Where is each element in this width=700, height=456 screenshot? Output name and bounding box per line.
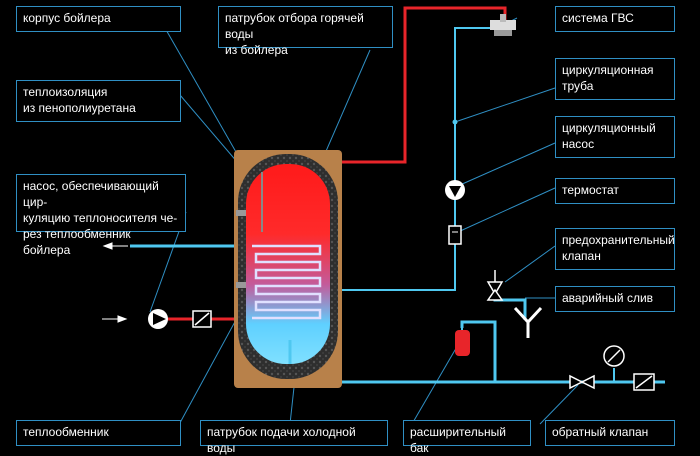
label-insulation: теплоизоляция из пенополиуретана [16, 80, 181, 122]
label-heat-pump: насос, обеспечивающий цир- куляцию тепло… [16, 174, 186, 257]
label-dhw-system: система ГВС [555, 6, 675, 32]
heat-exchanger-coil [252, 244, 322, 320]
hot-water-pipe [322, 6, 507, 164]
label-circulation-pipe: циркуляционная труба [555, 58, 675, 100]
leader-lines [149, 17, 579, 433]
cold-check-valve-icon [569, 374, 595, 390]
label-expansion-tank: расширительный бак [403, 420, 531, 455]
circulation-pipe [342, 27, 500, 291]
label-heat-exchanger: теплообменник [16, 420, 181, 446]
label-boiler-casing: корпус бойлера [16, 6, 181, 32]
circulation-pump-icon [445, 180, 465, 200]
pressure-gauge-icon [603, 345, 625, 382]
arrow-icon [102, 242, 128, 323]
drain-icon [513, 306, 543, 338]
check-valve-icon [192, 310, 212, 328]
thermostat-icon [448, 225, 462, 245]
label-thermostat: термостат [555, 178, 675, 204]
label-safety-valve: предохранительный клапан [555, 228, 675, 270]
pump-icon [148, 309, 168, 329]
faucet-icon [490, 14, 516, 36]
water-tank [246, 164, 330, 364]
expansion-tank-icon [455, 326, 470, 356]
label-check-valve: обратный клапан [545, 420, 675, 446]
label-circulation-pump: циркуляционный насос [555, 116, 675, 158]
safety-valve-icon [486, 270, 504, 301]
label-cold-water-inlet: патрубок подачи холодной воды [200, 420, 388, 455]
inlet-check-valve-icon [633, 373, 655, 391]
label-emergency-drain: аварийный слив [555, 286, 675, 312]
label-hot-water-outlet: патрубок отбора горячей воды из бойлера [218, 6, 393, 57]
